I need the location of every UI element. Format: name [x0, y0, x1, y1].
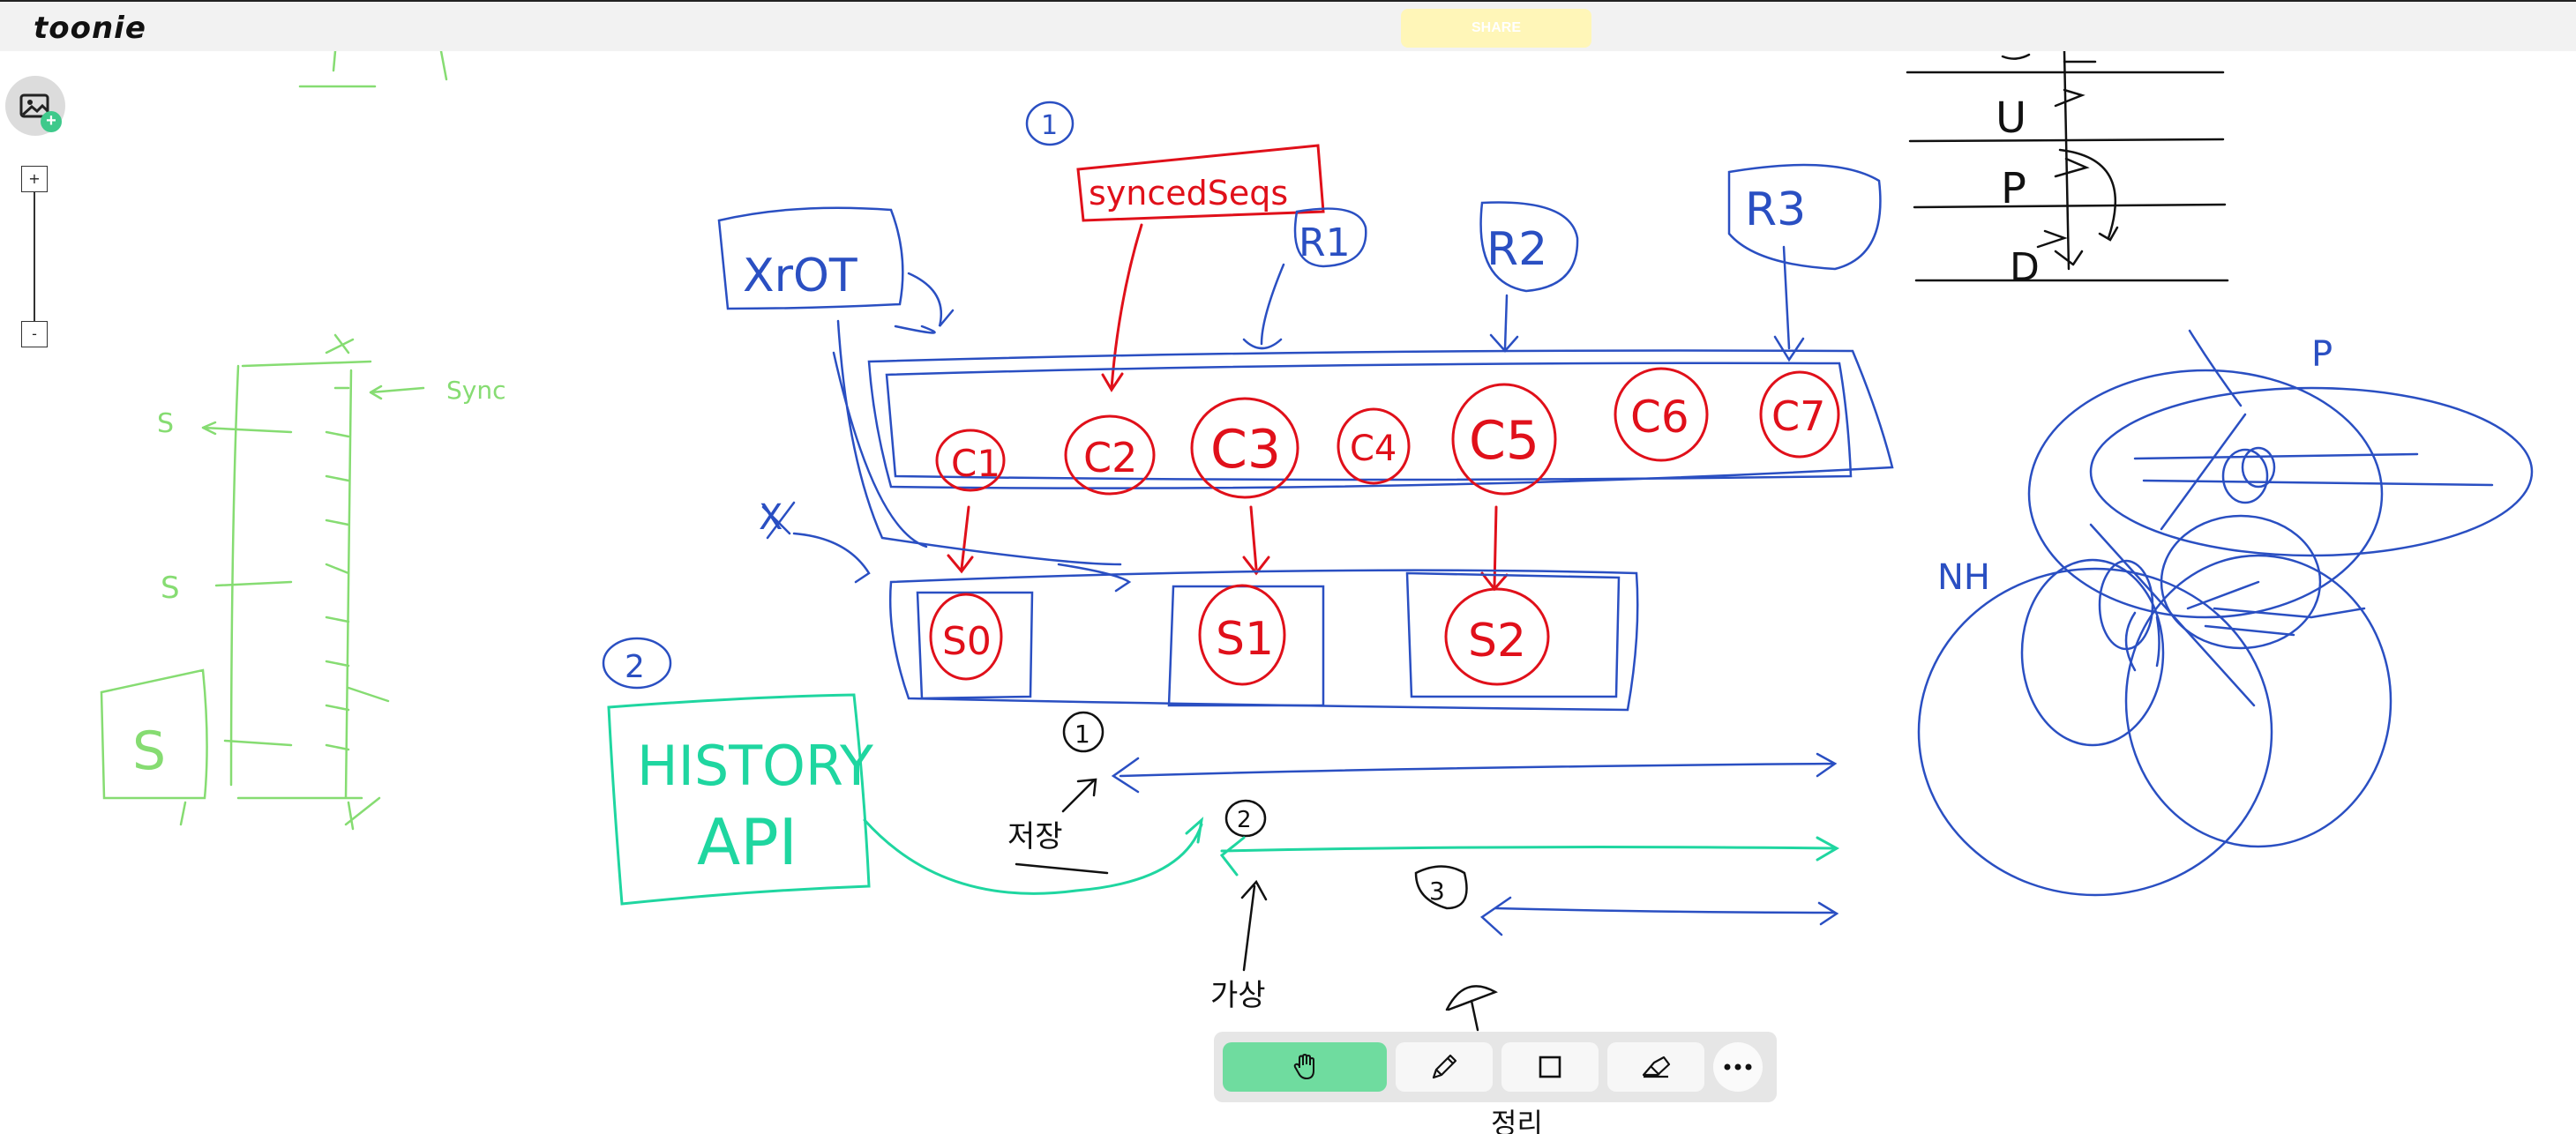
history-label: HISTORY — [637, 734, 873, 798]
c-row-container — [867, 349, 1894, 489]
eraser-icon — [1642, 1056, 1671, 1078]
square-icon — [1539, 1056, 1561, 1078]
step-2-label: 2 — [625, 649, 645, 685]
s0-label: S0 — [942, 619, 992, 664]
d-label: D — [2010, 245, 2040, 290]
p-label: P — [2001, 164, 2026, 213]
hand-tool-button[interactable] — [1223, 1042, 1387, 1092]
step-1-label: 1 — [1041, 110, 1058, 141]
black-step-2: 2 — [1237, 807, 1252, 833]
black-step-3: 3 — [1429, 877, 1445, 906]
green-sync-label: Sync — [446, 376, 505, 405]
green-s-label-1: S — [157, 408, 174, 439]
image-add-icon — [19, 93, 49, 118]
synced-seqs-box — [1076, 144, 1325, 222]
green-sketch: Sync S S S — [100, 51, 505, 831]
blue-circle-1 — [1025, 101, 1075, 146]
green-s-label-3: S — [132, 720, 166, 782]
rectangle-tool-button[interactable] — [1501, 1042, 1599, 1092]
u-label: U — [1996, 93, 2026, 143]
s2-label: S2 — [1468, 615, 1526, 668]
r1-bubble — [1293, 207, 1367, 268]
blue-circle-cluster-sketch: NH P — [1917, 329, 2534, 897]
r1-label: R1 — [1299, 220, 1351, 265]
pen-tool-button[interactable] — [1396, 1042, 1493, 1092]
x-label: X — [759, 497, 783, 538]
black-circle-1 — [1062, 711, 1105, 753]
c6-label: C6 — [1630, 392, 1689, 443]
api-label: API — [697, 805, 798, 879]
virtual-korean-label: 가상 — [1210, 978, 1266, 1013]
zoom-out-button[interactable]: - — [21, 321, 48, 347]
synced-seqs-label: syncedSeqs — [1089, 174, 1288, 213]
xrot-box — [717, 206, 904, 310]
zoom-in-button[interactable]: + — [21, 166, 48, 192]
history-api-box — [607, 693, 871, 906]
more-tools-button[interactable] — [1713, 1042, 1763, 1092]
organize-korean-label: 정리 — [1491, 1107, 1543, 1134]
eraser-tool-button[interactable] — [1607, 1042, 1704, 1092]
c4-label: C4 — [1350, 429, 1397, 469]
r2-label: R2 — [1486, 223, 1547, 276]
c-circles: C1 C2 C3 C4 C5 C6 C7 — [935, 367, 1840, 499]
blue-circle-2 — [602, 637, 672, 690]
xrot-label: XrOT — [743, 250, 857, 302]
r2-bubble — [1479, 201, 1579, 293]
black-circle-2 — [1224, 799, 1267, 838]
pen-icon — [1432, 1054, 1457, 1079]
share-button[interactable]: SHARE — [1401, 9, 1591, 48]
s-row-container — [888, 569, 1639, 712]
zoom-slider[interactable] — [34, 192, 35, 321]
hand-icon — [1293, 1054, 1314, 1079]
drawing-canvas[interactable]: .r { fill: none; stroke: #e0101a; stroke… — [0, 51, 2576, 1134]
c3-label: C3 — [1210, 419, 1281, 481]
green-s-label-2: S — [161, 571, 180, 606]
c5-label: C5 — [1469, 410, 1539, 472]
app-logo: toonie — [34, 11, 146, 46]
c2-label: C2 — [1083, 434, 1137, 481]
c1-label: C1 — [951, 442, 1000, 485]
r3-bubble — [1727, 163, 1882, 271]
add-image-button[interactable]: + — [5, 76, 65, 136]
s-circles: S0 S1 S2 — [929, 584, 1550, 686]
black-circle-3 — [1414, 865, 1468, 910]
r3-label: R3 — [1745, 183, 1806, 236]
s1-label: S1 — [1216, 613, 1274, 666]
black-step-1: 1 — [1075, 720, 1090, 749]
save-korean-label: 저장 — [1007, 819, 1063, 854]
more-icon — [1724, 1063, 1752, 1071]
c7-label: C7 — [1771, 392, 1825, 440]
plus-icon: + — [41, 111, 62, 132]
drawing-toolbar — [1214, 1032, 1777, 1102]
udp-ladder-sketch: U P D — [1906, 51, 2229, 290]
p-blue-label: P — [2311, 334, 2333, 375]
nh-label: NH — [1937, 557, 1990, 598]
top-bar: toonie SHARE — [0, 0, 2576, 51]
